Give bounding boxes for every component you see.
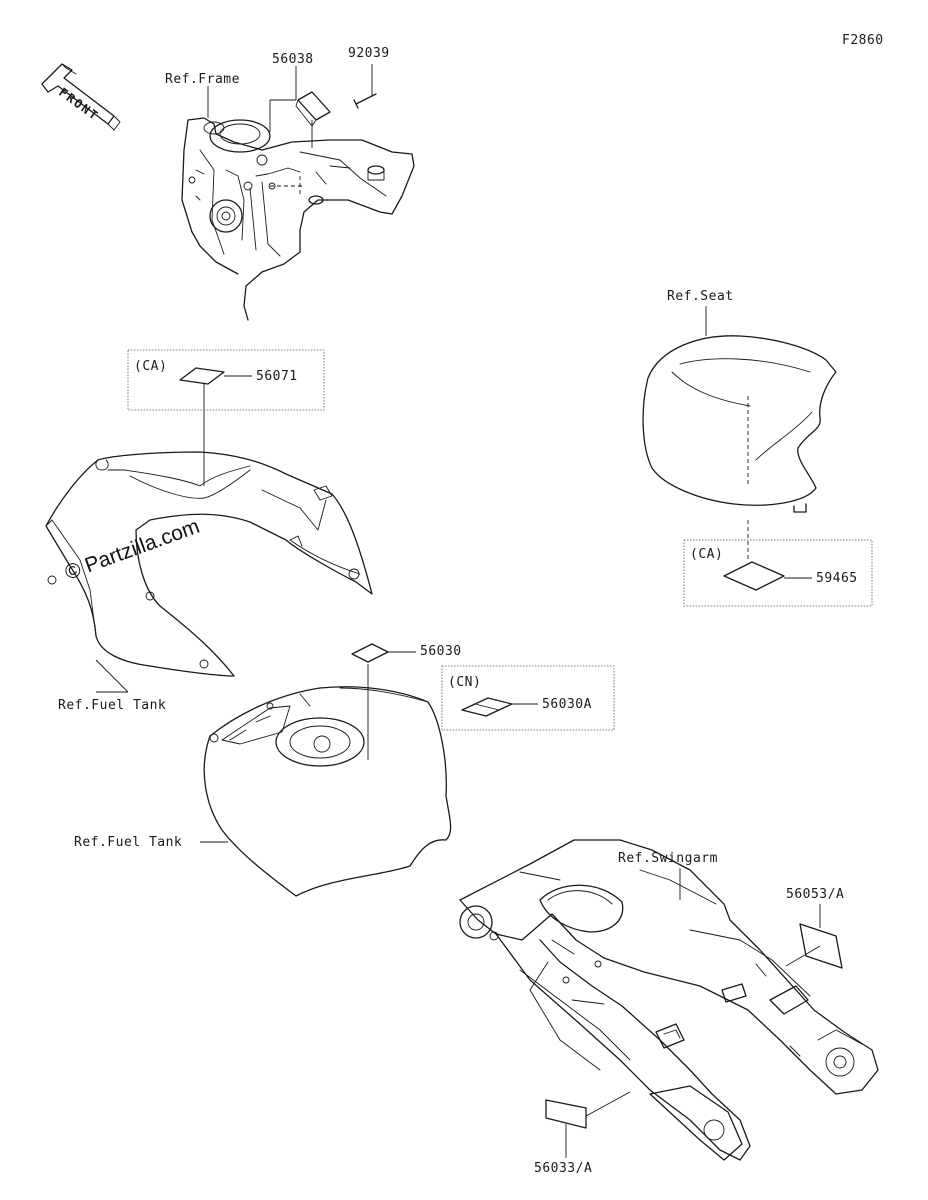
seat-ca-region: (CA): [690, 547, 723, 562]
part-56053A-label-sticker: [799, 923, 843, 969]
ref-frame-label: Ref.Frame: [165, 72, 240, 87]
part-59465-label-sticker: [723, 561, 785, 591]
seat-illustration: [642, 335, 837, 513]
part-92039-rivet: [353, 93, 377, 109]
fuel-tank-cover-illustration: [45, 451, 373, 677]
watermark: © Partzilla.com: [62, 515, 203, 585]
fuel-tank-illustration: [203, 686, 452, 897]
cn-region: (CN): [448, 675, 481, 690]
ref-seat-label: Ref.Seat: [667, 289, 734, 304]
part-number-56071: 56071: [256, 369, 298, 384]
front-arrow-icon: FRONT: [41, 63, 121, 131]
ref-swingarm-label: Ref.Swingarm: [618, 851, 718, 866]
part-number-59465: 59465: [816, 571, 858, 586]
part-56071-label-sticker: [179, 367, 225, 385]
seat-ca-box: [683, 539, 873, 607]
part-56030-label-sticker: [351, 643, 389, 663]
ref-fuel-tank-label: Ref.Fuel Tank: [74, 835, 182, 850]
top-ca-box: [127, 349, 325, 411]
part-number-56030: 56030: [420, 644, 462, 659]
part-56030A-label-sticker: [461, 697, 513, 717]
part-number-56038: 56038: [272, 52, 314, 67]
ref-fuel-tank-cover-label: Ref.Fuel Tank: [58, 698, 166, 713]
part-number-56053A: 56053/A: [786, 887, 844, 902]
cn-box: [441, 665, 615, 731]
frame-illustration: [181, 117, 415, 321]
part-number-92039: 92039: [348, 46, 390, 61]
part-56038-label-sticker: [295, 91, 331, 127]
part-56033A-label-sticker: [545, 1099, 587, 1129]
top-ca-region: (CA): [134, 359, 167, 374]
figure-code: F2860: [842, 33, 884, 48]
part-number-56033A: 56033/A: [534, 1161, 592, 1176]
part-number-56030A: 56030A: [542, 697, 592, 712]
swingarm-illustration: [459, 839, 879, 1161]
front-arrow-label: FRONT: [56, 85, 102, 123]
